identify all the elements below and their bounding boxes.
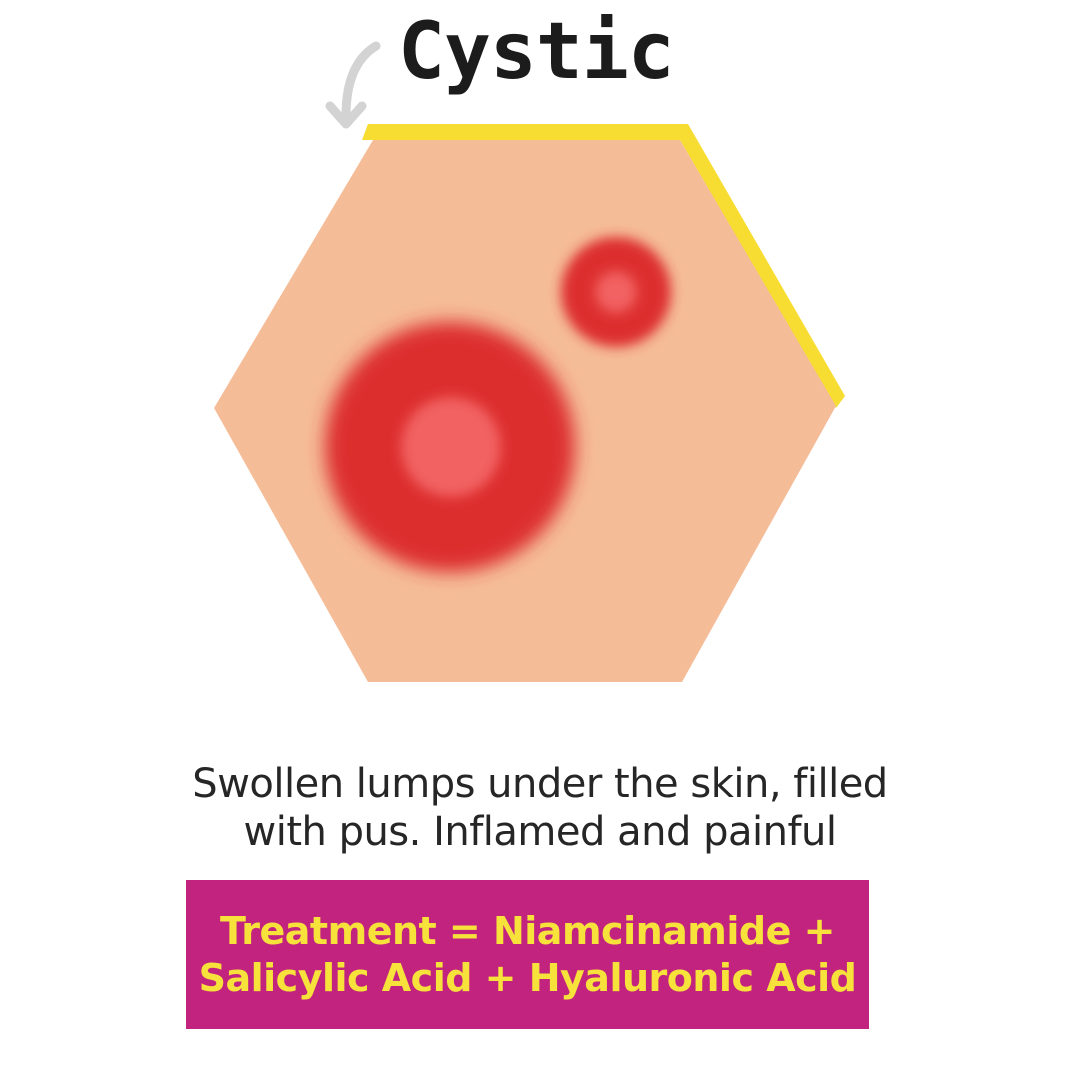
treatment-line-1: Treatment = Niamcinamide + [220,908,835,953]
page-title: Cystic [398,7,675,97]
description-line-1: Swollen lumps under the skin, filled [192,761,888,807]
curved-arrow-icon [325,41,381,129]
treatment-line-2: Salicylic Acid + Hyaluronic Acid [198,955,857,1000]
small-cyst-core [595,271,637,313]
description: Swollen lumps under the skin, filled wit… [140,760,940,856]
large-cyst-core [401,397,501,497]
treatment-box: Treatment = Niamcinamide + Salicylic Aci… [186,880,869,1029]
description-line-2: with pus. Inflamed and painful [243,809,837,855]
hexagon-highlight-border [362,124,845,408]
